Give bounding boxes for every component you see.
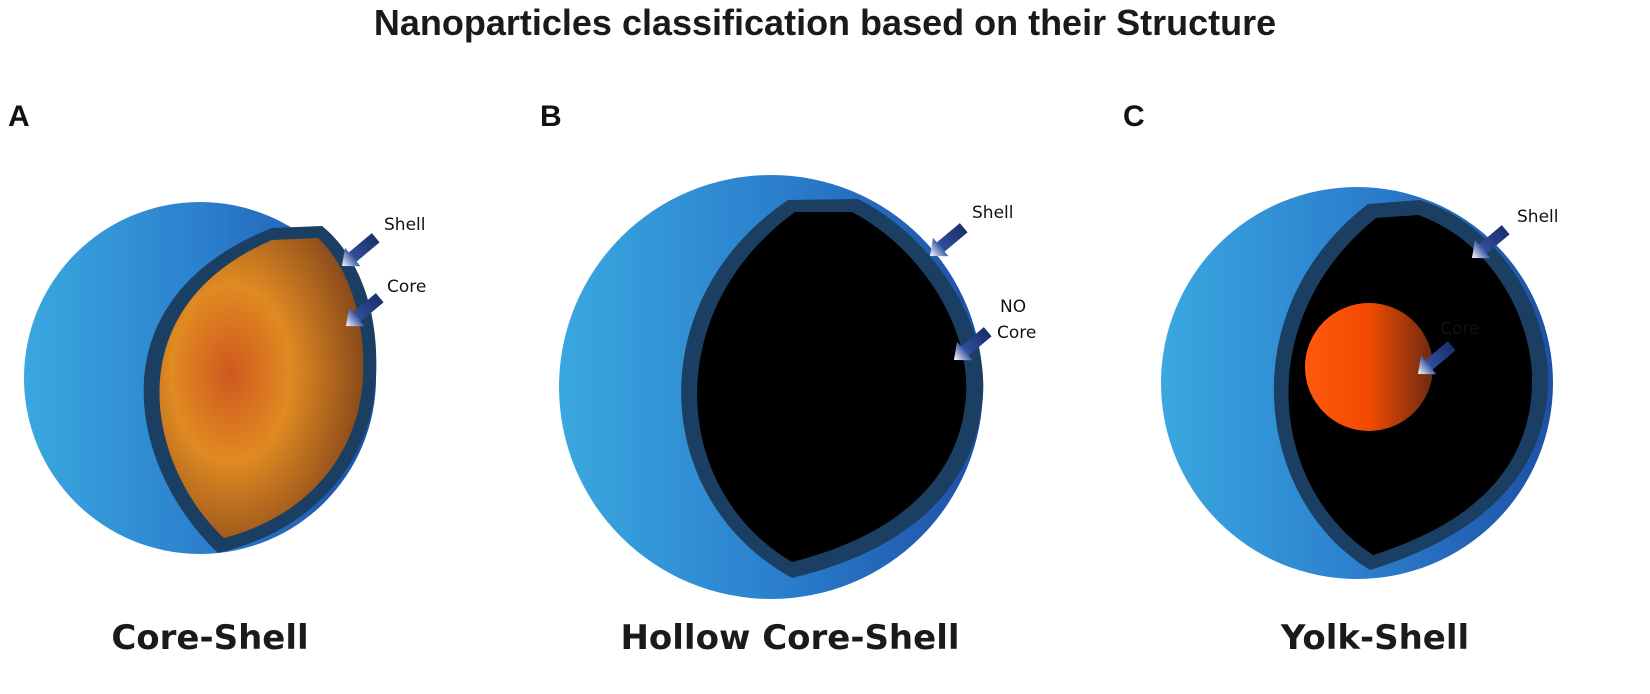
arrow-b-shell: [930, 223, 968, 257]
yolk-core: [1305, 303, 1433, 431]
label-c-core: Core: [1440, 319, 1479, 339]
arrow-c-core: [1418, 341, 1456, 375]
core-fill: [159, 238, 364, 538]
label-b-core: Core: [997, 323, 1036, 343]
particle-hollow-core-shell: [559, 175, 984, 599]
label-a-core: Core: [387, 277, 426, 297]
caption-hollow-core-shell: Hollow Core-Shell: [620, 618, 960, 658]
arrow-b-core: [954, 327, 992, 361]
page-title: Nanoparticles classification based on th…: [373, 2, 1277, 43]
arrow-c-shell: [1472, 225, 1510, 259]
panel-letter-c: C: [1123, 100, 1145, 133]
arrow-a-core: [346, 293, 384, 327]
caption-core-shell: Core-Shell: [111, 618, 309, 658]
panel-letter-b: B: [540, 100, 562, 133]
label-a-shell: Shell: [384, 215, 425, 235]
label-c-shell: Shell: [1517, 207, 1558, 227]
particle-core-shell: [24, 202, 377, 554]
hollow-interior: [697, 212, 967, 562]
arrow-a-shell: [342, 233, 380, 267]
caption-yolk-shell: Yolk-Shell: [1280, 618, 1470, 658]
panel-letter-a: A: [8, 100, 30, 133]
label-b-shell: Shell: [972, 203, 1013, 223]
label-b-no: NO: [1000, 297, 1026, 317]
particle-yolk-shell: [1161, 187, 1553, 579]
